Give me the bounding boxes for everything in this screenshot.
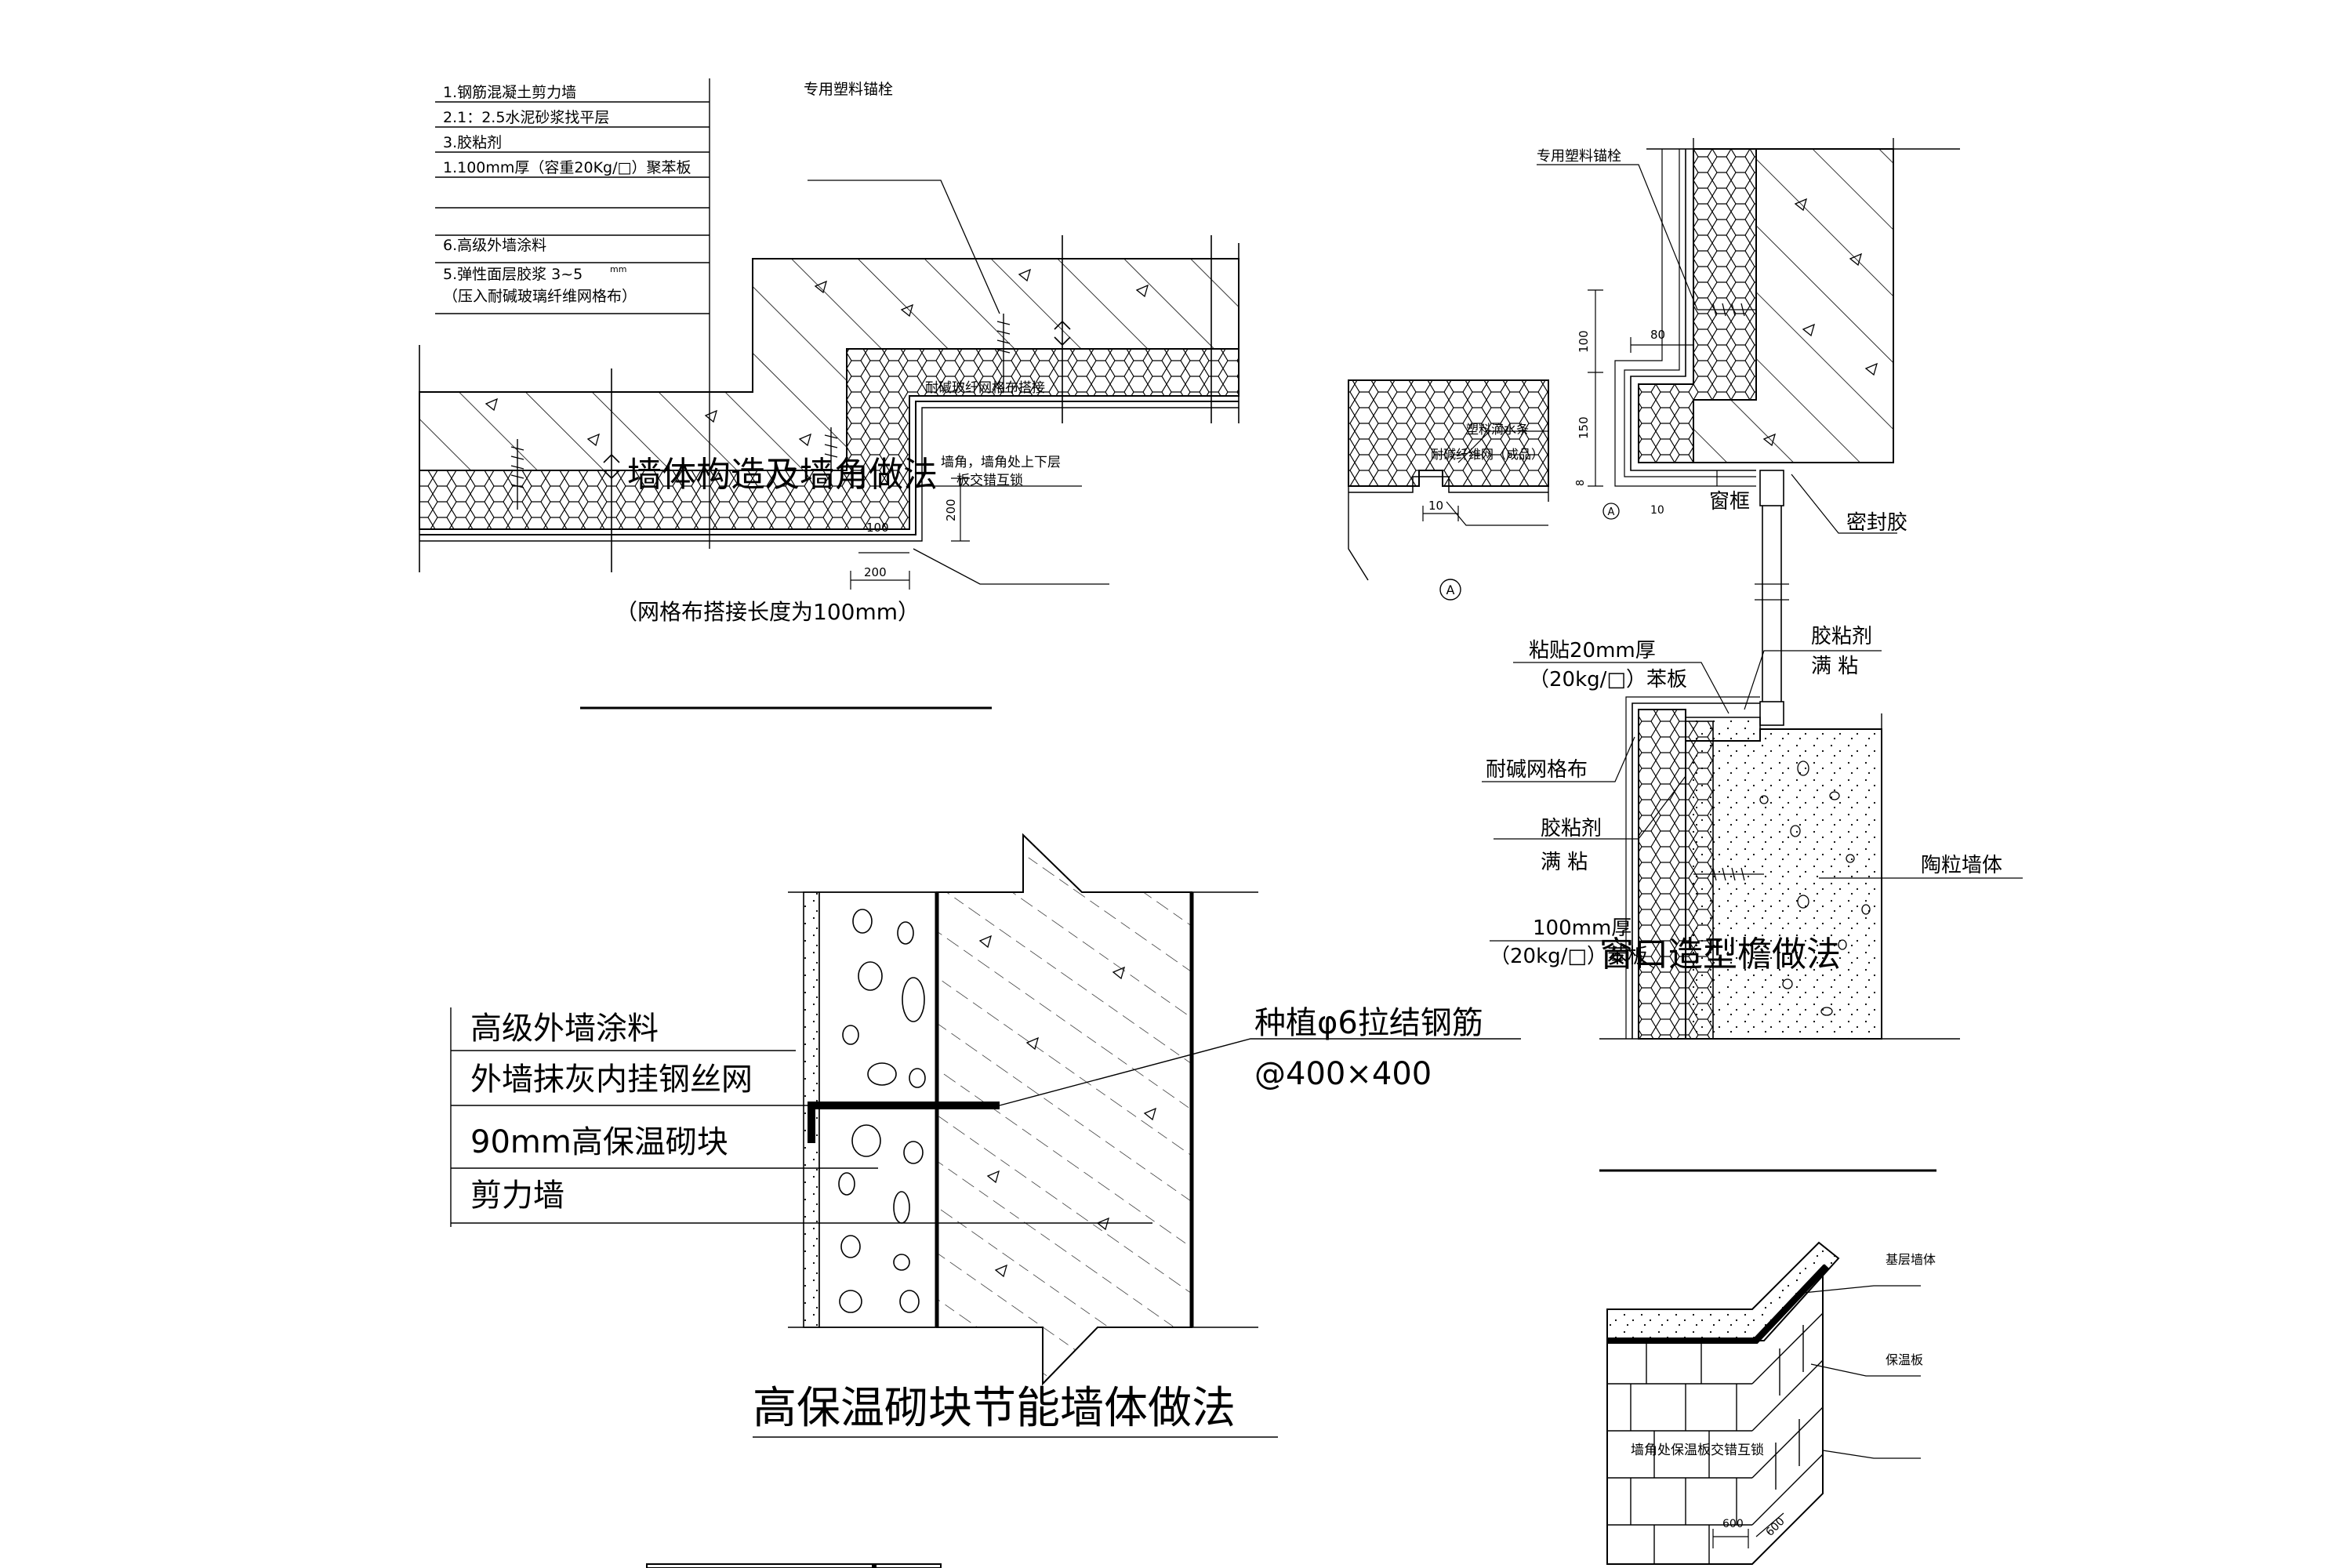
dim-150-window: 150: [1577, 416, 1591, 439]
dim-10-window: 10: [1650, 504, 1664, 517]
dim-100-corner: 100: [866, 521, 889, 535]
corner-note-2: 板交错互锁: [956, 473, 1023, 488]
iso-dim-600a: 600: [1722, 1518, 1744, 1530]
block-layer-1: 高级外墙涂料: [470, 1011, 659, 1047]
detail-window-cornice: 100 150 80 8 10 A 专用塑料锚栓 窗框 密封胶 粘贴20mm厚: [1482, 138, 2023, 1172]
mesh-label-window: 耐碱网格布: [1486, 758, 1588, 782]
layer-1: 1.钢筋混凝土剪力墙: [443, 84, 576, 101]
adhesive-label-top-b: 满 粘: [1811, 655, 1858, 678]
title-window-cornice: 窗口造型檐做法: [1599, 935, 1841, 975]
detail-a-insulation: [1348, 379, 1549, 487]
rebar-label-1: 种植φ6拉结钢筋: [1254, 1005, 1483, 1041]
window-frame-top: [1759, 470, 1784, 506]
dim-200-bottom: 200: [864, 565, 887, 579]
title-wall-corner: 墙体构造及墙角做法: [627, 455, 938, 495]
ceramsite-wall: [1685, 728, 1882, 1040]
layer-5-note: （压入耐碱玻璃纤维网格布）: [443, 288, 637, 305]
anchor-label-top: 专用塑料锚栓: [804, 81, 893, 98]
dim-80-window: 80: [1650, 328, 1665, 342]
window-a-marker-circle: [1602, 503, 1620, 520]
layer-2: 2.1：2.5水泥砂浆找平层: [443, 109, 609, 126]
layer-5-unit: mm: [610, 264, 626, 274]
detail-block-wall: 高级外墙涂料 外墙抹灰内挂钢丝网 90mm高保温砌块 剪力墙 种植φ6拉结钢筋 …: [450, 833, 1521, 1438]
ceramsite-label: 陶粒墙体: [1921, 854, 2002, 877]
layer-3: 3.胶粘剂: [443, 134, 502, 151]
rebar-label-2: @400×400: [1254, 1056, 1432, 1092]
window-frame-label: 窗框: [1709, 490, 1750, 514]
block-layer-legend: 高级外墙涂料 外墙抹灰内挂钢丝网 90mm高保温砌块 剪力墙: [450, 1007, 1152, 1227]
dim-8-window: 8: [1575, 480, 1587, 486]
block-layer-2: 外墙抹灰内挂钢丝网: [470, 1062, 753, 1098]
iso-note: 墙角处保温板交错互锁: [1631, 1443, 1764, 1458]
anchor-label-window: 专用塑料锚栓: [1537, 148, 1621, 165]
layer-legend: 1.钢筋混凝土剪力墙 2.1：2.5水泥砂浆找平层 3.胶粘剂 1.100mm厚…: [435, 78, 710, 549]
detail-a-marker: A: [1446, 583, 1455, 597]
window-frame-bottom: [1759, 701, 1784, 726]
block-layer-3: 90mm高保温砌块: [470, 1124, 728, 1160]
board-100-label-1: 100mm厚: [1533, 916, 1632, 940]
detail-iso-corner: 基层墙体 保温板 墙角处保温板交错互锁 600 600: [1606, 1241, 1936, 1565]
dim-200-side: 200: [944, 499, 958, 521]
iso-insulation-label: 保温板: [1886, 1352, 1923, 1367]
mesh-overlap-label: 耐碱玻纤网格布搭接: [925, 380, 1045, 396]
iso-base-wall-label: 基层墙体: [1886, 1252, 1936, 1267]
title-block-wall: 高保温砌块节能墙体做法: [753, 1383, 1236, 1434]
adhesive-label-bottom: 胶粘剂: [1541, 817, 1602, 840]
upper-insulation: [1638, 148, 1757, 463]
layer-4: 1.100mm厚（容重20Kg/□）聚苯板: [443, 159, 691, 176]
layer-6: 6.高级外墙涂料: [443, 237, 546, 254]
detail-wall-corner: 1.钢筋混凝土剪力墙 2.1：2.5水泥砂浆找平层 3.胶粘剂 1.100mm厚…: [419, 78, 1240, 710]
corner-note-1: 墙角，墙角处上下层: [941, 455, 1061, 470]
adhesive-label-top: 胶粘剂: [1811, 625, 1872, 648]
mesh-overlap-note: （网格布搭接长度为100mm）: [615, 599, 920, 625]
block-layer-4: 剪力墙: [470, 1178, 564, 1214]
detail-a: 塑料滴水条 耐碱纤维网（成品） 10 A: [1348, 379, 1549, 601]
lower-insulation-20mm: [1685, 720, 1714, 1040]
board-20-label-1: 粘贴20mm厚: [1529, 639, 1656, 662]
drip-strip-label: 塑料滴水条: [1466, 422, 1529, 437]
adhesive-label-bottom-b: 满 粘: [1541, 851, 1588, 874]
board-20-label-2: （20kg/□）苯板: [1529, 668, 1687, 691]
window-a-marker: A: [1608, 506, 1615, 518]
mesh-finished-label: 耐碱纤维网（成品）: [1431, 447, 1544, 462]
dim-100-window: 100: [1577, 330, 1591, 353]
board-100-label-2: （20kg/□）苯板: [1490, 945, 1648, 968]
detail-a-dim-10: 10: [1428, 499, 1443, 513]
detail-a-marker-circle: [1439, 579, 1461, 601]
insulation-block: [818, 891, 938, 1328]
next-detail-fragment: [646, 1563, 942, 1568]
lower-insulation: [1638, 709, 1686, 1040]
layer-5: 5.弹性面层胶浆 3~5: [443, 266, 583, 283]
sealant-label: 密封胶: [1846, 511, 1907, 535]
